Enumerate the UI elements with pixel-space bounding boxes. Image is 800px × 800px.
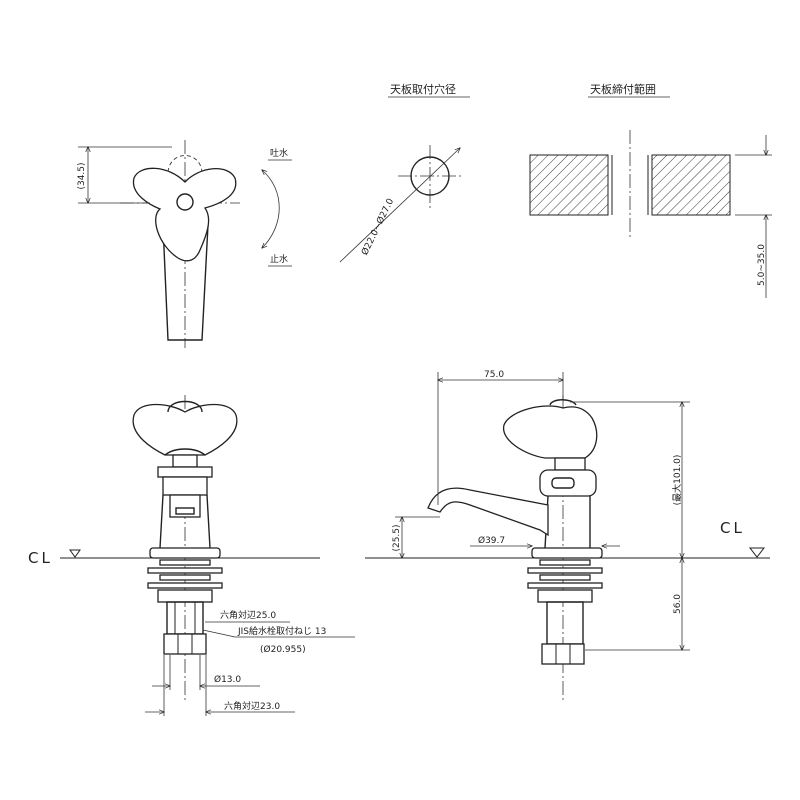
mounting-hole-view: 天板取付穴径 Ø22.0~Ø27.0	[339, 82, 470, 263]
title-clamp-range: 天板締付範囲	[590, 82, 656, 96]
dim-clamp-range: 5.0~35.0	[757, 244, 767, 286]
dim-below-counter: 56.0	[673, 594, 683, 614]
dim-base-diameter: Ø39.7	[478, 535, 505, 546]
label-thread-diameter: (Ø20.955)	[260, 644, 306, 655]
side-view: 75.0 (最大101.0) 56.0 (25.5) Ø39.7	[392, 370, 690, 700]
label-hex-upper: 六角対辺25.0	[220, 609, 276, 621]
title-hole-diameter: 天板取付穴径	[390, 82, 456, 96]
dim-hole-diameter: Ø22.0~Ø27.0	[359, 196, 396, 257]
label-cl-right: CL	[720, 519, 745, 537]
counter-line: CL CL	[28, 519, 770, 567]
label-cl-left: CL	[28, 549, 53, 567]
dim-spout-height: (25.5)	[392, 524, 402, 551]
dim-max-height: (最大101.0)	[671, 455, 683, 506]
clamp-range-view: 天板締付範囲 5.0~35.0	[529, 82, 772, 298]
label-jis-thread: JIS給水栓取付ねじ 13	[237, 625, 326, 637]
label-spout-open: 吐水	[270, 147, 288, 159]
dim-pipe: Ø13.0	[214, 674, 241, 685]
front-view: 六角対辺25.0 JIS給水栓取付ねじ 13 (Ø20.955) Ø13.0 六…	[132, 395, 355, 716]
label-spout-close: 止水	[270, 253, 288, 265]
handle-top-view: (34.5) 吐水 止水	[77, 140, 292, 348]
dim-handle-height: (34.5)	[77, 162, 87, 189]
dim-spout-reach: 75.0	[484, 370, 504, 380]
label-hex-lower: 六角対辺23.0	[224, 700, 280, 712]
